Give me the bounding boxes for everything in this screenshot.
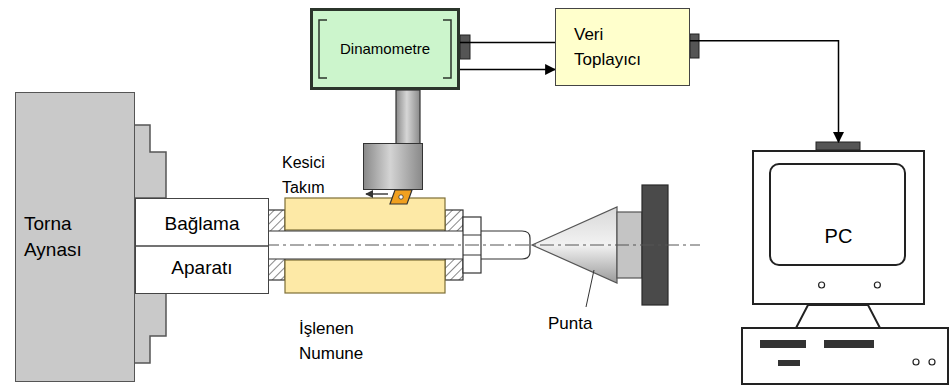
- divider-line: [136, 245, 268, 247]
- pc-base: [742, 328, 948, 384]
- drive-slot: [760, 340, 806, 348]
- box-label: Torna Aynası: [24, 211, 109, 263]
- signal-connector: [690, 41, 839, 142]
- workpiece: İşlenen Numune: [285, 198, 445, 293]
- tailstock: Punta: [532, 205, 617, 287]
- pc-monitor: PC: [752, 150, 925, 305]
- box-label: Bağlama Aparatı: [141, 202, 263, 290]
- box-label: Dinamometre: [340, 39, 430, 59]
- nut-edge: [463, 235, 481, 236]
- part-label: Punta: [548, 313, 608, 335]
- nut-edge: [463, 255, 481, 256]
- lathe-chuck: Torna Aynası: [15, 92, 135, 382]
- chuck-jaw: [133, 125, 166, 198]
- box-label: Veri Toplayıcı: [574, 22, 666, 72]
- fixture-box: Bağlama Aparatı: [135, 198, 269, 294]
- center-line: [265, 245, 700, 246]
- connector-socket: [690, 34, 699, 58]
- part-label: İşlenen Numune: [299, 316, 379, 366]
- part-label: Kesici Takım: [282, 150, 352, 200]
- tool-shank: [396, 90, 420, 144]
- workpiece-half: [285, 260, 445, 293]
- dynamometer-box: Dinamometre: [310, 8, 460, 90]
- workpiece-half: [285, 198, 445, 230]
- monitor-screen: [770, 164, 905, 265]
- inner-bracket: [443, 20, 451, 78]
- cutting-tool: Kesici Takım: [363, 143, 423, 190]
- leader-line: [586, 270, 594, 307]
- base-led: [913, 359, 919, 365]
- drive-slot: [824, 340, 874, 348]
- data-logger-box: Veri Toplayıcı: [555, 8, 690, 86]
- monitor-button: [874, 282, 880, 288]
- box-label: PC: [825, 224, 853, 248]
- connector-socket: [460, 35, 470, 59]
- monitor-stand: [796, 305, 880, 328]
- signal-connector: [460, 42, 555, 44]
- connector-socket: [816, 142, 860, 150]
- cutting-insert: [390, 190, 412, 204]
- inner-bracket: [319, 20, 327, 78]
- base-led: [929, 359, 935, 365]
- drive-slot: [778, 360, 800, 366]
- signal-connector: [460, 69, 555, 71]
- feed-arrow: [366, 193, 388, 194]
- insert-hole: [399, 195, 403, 199]
- monitor-button: [819, 282, 825, 288]
- chuck-jaw: [133, 290, 166, 363]
